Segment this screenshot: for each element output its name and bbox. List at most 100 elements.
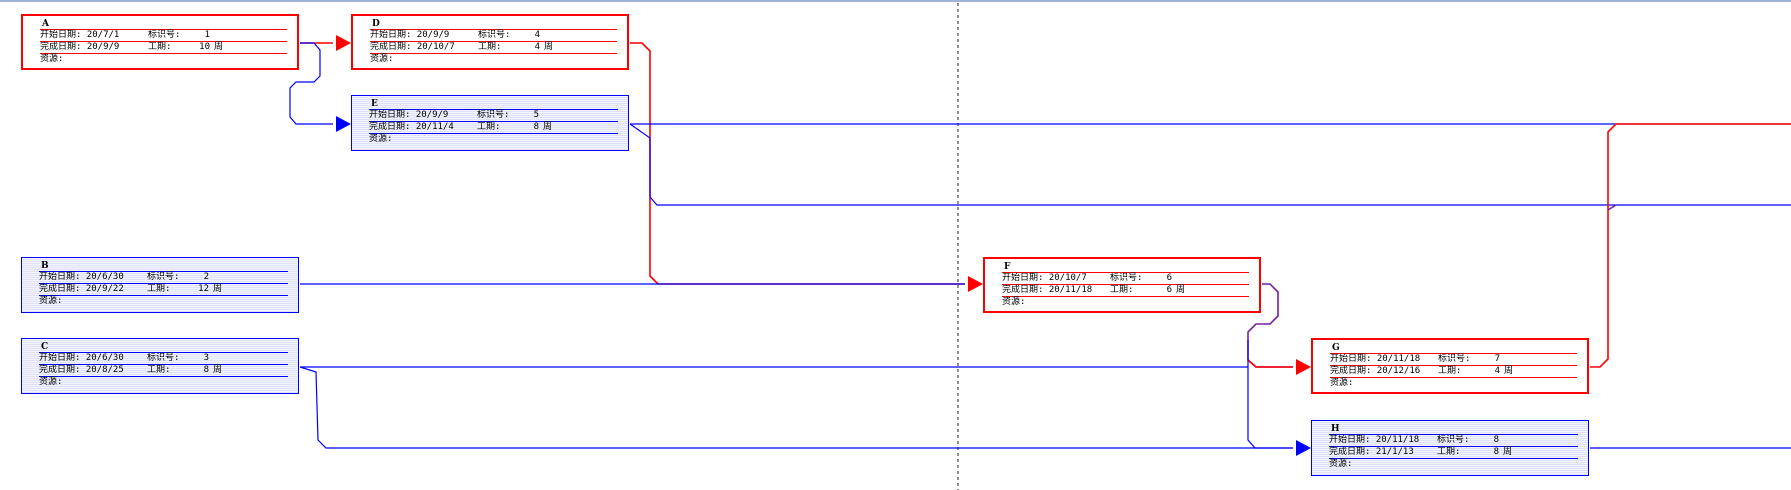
start-row: 开始日期: 20/7/1 标识号: 1 bbox=[40, 29, 287, 41]
finish-date: 20/11/4 bbox=[415, 122, 454, 132]
arrow-H bbox=[1296, 440, 1311, 456]
finish-row: 完成日期: 21/1/13 工期: 8 周 bbox=[1329, 446, 1578, 458]
id-label: 标识号: bbox=[147, 353, 180, 363]
task-name: A bbox=[42, 19, 49, 29]
finish-label: 完成日期: bbox=[370, 42, 412, 52]
duration-label: 工期: bbox=[478, 42, 502, 52]
start-row: 开始日期: 20/6/30 标识号: 2 bbox=[39, 271, 288, 283]
task-name: B bbox=[41, 261, 49, 271]
start-date: 20/11/18 bbox=[1375, 435, 1420, 445]
duration-unit: 周 bbox=[214, 42, 224, 52]
start-row: 开始日期: 20/9/9 标识号: 5 bbox=[369, 109, 618, 121]
link-E-out-2 bbox=[629, 123, 1791, 206]
task-name: F bbox=[1004, 262, 1011, 272]
duration-value: 8 bbox=[1493, 447, 1499, 457]
duration-label: 工期: bbox=[1437, 447, 1461, 457]
resource-label: 资源: bbox=[39, 377, 63, 387]
task-name: H bbox=[1331, 424, 1340, 434]
finish-row: 完成日期: 20/11/18 工期: 6 周 bbox=[1002, 284, 1249, 296]
id-label: 标识号: bbox=[148, 30, 181, 40]
task-node-A[interactable]: A 开始日期: 20/7/1 标识号: 1 完成日期: 20/9/9 工期: 1… bbox=[21, 14, 299, 70]
finish-date: 20/9/9 bbox=[86, 42, 120, 52]
id-label: 标识号: bbox=[478, 30, 511, 40]
task-node-D[interactable]: D 开始日期: 20/9/9 标识号: 4 完成日期: 20/10/7 工期: … bbox=[351, 14, 629, 70]
task-id: 1 bbox=[204, 30, 210, 40]
start-date: 20/6/30 bbox=[85, 353, 124, 363]
task-id: 2 bbox=[203, 272, 209, 282]
task-id: 5 bbox=[533, 110, 539, 120]
finish-row: 完成日期: 20/8/25 工期: 8 周 bbox=[39, 364, 288, 376]
task-node-H[interactable]: H 开始日期: 20/11/18 标识号: 8 完成日期: 21/1/13 工期… bbox=[1311, 420, 1589, 476]
resource-label: 资源: bbox=[369, 134, 393, 144]
link-F-G-end bbox=[1247, 359, 1293, 368]
duration-value: 6 bbox=[1166, 285, 1172, 295]
start-label: 开始日期: bbox=[39, 272, 81, 282]
duration-value: 8 bbox=[203, 365, 209, 375]
resource-row: 资源: bbox=[1002, 296, 1249, 308]
arrow-A-E bbox=[336, 116, 351, 132]
start-row: 开始日期: 20/6/30 标识号: 3 bbox=[39, 352, 288, 364]
task-node-F[interactable]: F 开始日期: 20/10/7 标识号: 6 完成日期: 20/11/18 工期… bbox=[983, 257, 1261, 313]
duration-label: 工期: bbox=[147, 365, 171, 375]
resource-row: 资源: bbox=[40, 53, 287, 65]
finish-row: 完成日期: 20/9/22 工期: 12 周 bbox=[39, 283, 288, 295]
task-id: 3 bbox=[203, 353, 209, 363]
task-id: 8 bbox=[1493, 435, 1499, 445]
task-node-B[interactable]: B 开始日期: 20/6/30 标识号: 2 完成日期: 20/9/22 工期:… bbox=[21, 257, 299, 313]
task-id: 4 bbox=[534, 30, 540, 40]
top-rule bbox=[0, 0, 1791, 2]
duration-label: 工期: bbox=[1110, 285, 1134, 295]
start-date: 20/11/18 bbox=[1376, 354, 1421, 364]
finish-label: 完成日期: bbox=[1330, 366, 1372, 376]
id-label: 标识号: bbox=[1110, 273, 1143, 283]
finish-label: 完成日期: bbox=[1002, 285, 1044, 295]
arrow-A-D bbox=[336, 35, 351, 51]
finish-label: 完成日期: bbox=[39, 284, 81, 294]
resource-row: 资源: bbox=[39, 295, 288, 307]
start-label: 开始日期: bbox=[1329, 435, 1371, 445]
resource-row: 资源: bbox=[39, 376, 288, 388]
start-row: 开始日期: 20/9/9 标识号: 4 bbox=[370, 29, 617, 41]
resource-row: 资源: bbox=[369, 133, 618, 145]
resource-row: 资源: bbox=[1329, 458, 1578, 470]
duration-value: 10 bbox=[199, 42, 210, 52]
finish-row: 完成日期: 20/10/7 工期: 4 周 bbox=[370, 41, 617, 53]
duration-unit: 周 bbox=[1503, 447, 1513, 457]
start-date: 20/6/30 bbox=[85, 272, 124, 282]
duration-value: 4 bbox=[534, 42, 540, 52]
task-node-G[interactable]: G 开始日期: 20/11/18 标识号: 7 完成日期: 20/12/16 工… bbox=[1311, 338, 1589, 394]
start-label: 开始日期: bbox=[1330, 354, 1372, 364]
finish-date: 20/9/22 bbox=[85, 284, 124, 294]
start-row: 开始日期: 20/11/18 标识号: 8 bbox=[1329, 434, 1578, 446]
start-row: 开始日期: 20/11/18 标识号: 7 bbox=[1330, 353, 1577, 365]
duration-label: 工期: bbox=[148, 42, 172, 52]
duration-unit: 周 bbox=[1176, 285, 1186, 295]
duration-unit: 周 bbox=[543, 122, 553, 132]
start-date: 20/9/9 bbox=[416, 30, 450, 40]
arrow-F-G bbox=[1296, 359, 1311, 375]
finish-row: 完成日期: 20/12/16 工期: 4 周 bbox=[1330, 365, 1577, 377]
finish-row: 完成日期: 20/9/9 工期: 10 周 bbox=[40, 41, 287, 53]
duration-label: 工期: bbox=[147, 284, 171, 294]
link-C-H bbox=[299, 366, 1293, 449]
resource-label: 资源: bbox=[40, 54, 64, 64]
task-node-E[interactable]: E 开始日期: 20/9/9 标识号: 5 完成日期: 20/11/4 工期: … bbox=[351, 95, 629, 151]
duration-value: 12 bbox=[198, 284, 209, 294]
finish-row: 完成日期: 20/11/4 工期: 8 周 bbox=[369, 121, 618, 133]
id-label: 标识号: bbox=[1438, 354, 1471, 364]
resource-label: 资源: bbox=[1330, 378, 1354, 388]
task-name: E bbox=[371, 99, 378, 109]
id-label: 标识号: bbox=[147, 272, 180, 282]
resource-row: 资源: bbox=[370, 53, 617, 65]
resource-row: 资源: bbox=[1330, 377, 1577, 389]
finish-date: 20/10/7 bbox=[416, 42, 455, 52]
duration-unit: 周 bbox=[544, 42, 554, 52]
start-date: 20/9/9 bbox=[415, 110, 449, 120]
finish-date: 20/12/16 bbox=[1376, 366, 1421, 376]
task-node-C[interactable]: C 开始日期: 20/6/30 标识号: 3 完成日期: 20/8/25 工期:… bbox=[21, 338, 299, 394]
duration-unit: 周 bbox=[213, 284, 223, 294]
task-id: 7 bbox=[1494, 354, 1500, 364]
start-date: 20/7/1 bbox=[86, 30, 120, 40]
duration-unit: 周 bbox=[213, 365, 223, 375]
